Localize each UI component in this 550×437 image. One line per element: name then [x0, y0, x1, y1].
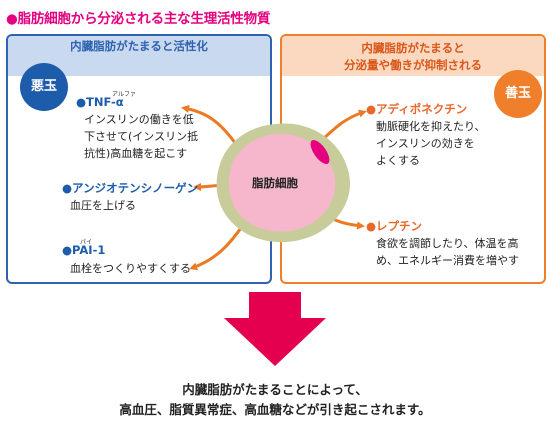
good-panel-header: [282, 36, 544, 76]
adiponectin-desc-line: 動脈硬化を抑えたり、: [376, 120, 486, 133]
conclusion-text: 内臓脂肪がたまることによって、 高血圧、脂質異常症、高血糖などが引き起こされます…: [0, 380, 550, 420]
adiponectin-name: ●アディポネクチン: [366, 102, 468, 116]
page-title: ●脂肪細胞から分泌される主な生理活性物質: [6, 11, 271, 27]
bad-panel-heading: 内臓脂肪がたまると活性化: [70, 39, 208, 53]
leptin-name: ●レプチン: [366, 219, 423, 233]
pai1-name: ●PAI-1: [62, 243, 106, 257]
conclusion-line2: 高血圧、脂質異常症、高血糖などが引き起こされます。: [119, 402, 431, 417]
tnf-alpha-name: ●TNF-α: [76, 95, 124, 109]
good-panel-heading: 内臓脂肪がたまると 分泌量や働きが抑制される: [282, 40, 544, 74]
good-panel-heading-line2: 分泌量や働きが抑制される: [344, 58, 482, 72]
conclusion-line1: 内臓脂肪がたまることによって、: [182, 382, 368, 397]
adiponectin-desc-line: インスリンの効きを: [376, 137, 475, 150]
pai1-desc-line: 血栓をつくりやすくする: [70, 262, 191, 275]
good-panel-heading-line1: 内臓脂肪がたまると: [361, 41, 465, 55]
angiotensinogen-desc-line: 血圧を上げる: [70, 199, 136, 212]
tnf-alpha-desc: インスリンの働きを低 下させて(インスリン抵 抗性)高血糖を起こす: [84, 111, 198, 162]
pai1-desc: 血栓をつくりやすくする: [70, 260, 191, 277]
adiponectin-desc: 動脈硬化を抑えたり、 インスリンの効きを よくする: [376, 118, 486, 169]
leptin-desc-line: め、エネルギー消費を増やす: [376, 254, 519, 267]
tnf-alpha-desc-line: インスリンの働きを低: [84, 113, 194, 126]
good-badge: 善玉: [494, 70, 542, 118]
tnf-alpha-desc-line: 下させて(インスリン抵: [84, 130, 199, 143]
angiotensinogen-name: ●アンジオテンシノーゲン: [62, 181, 199, 195]
tnf-alpha-ruby: アルファ: [112, 91, 136, 98]
down-arrow-icon: [224, 292, 326, 366]
bad-badge: 悪玉: [20, 63, 68, 111]
cell-nucleus: [310, 140, 330, 164]
tnf-alpha-desc-line: 抗性)高血糖を起こす: [84, 147, 188, 160]
leptin-desc: 食欲を調節したり、体温を高 め、エネルギー消費を増やす: [376, 235, 519, 269]
cell-body: [228, 133, 336, 232]
angiotensinogen-desc: 血圧を上げる: [70, 197, 136, 214]
pai1-ruby: パイ: [80, 239, 93, 246]
adiponectin-desc-line: よくする: [376, 154, 420, 167]
fat-cell-label: 脂肪細胞: [252, 176, 298, 190]
leptin-desc-line: 食欲を調節したり、体温を高: [376, 237, 519, 250]
